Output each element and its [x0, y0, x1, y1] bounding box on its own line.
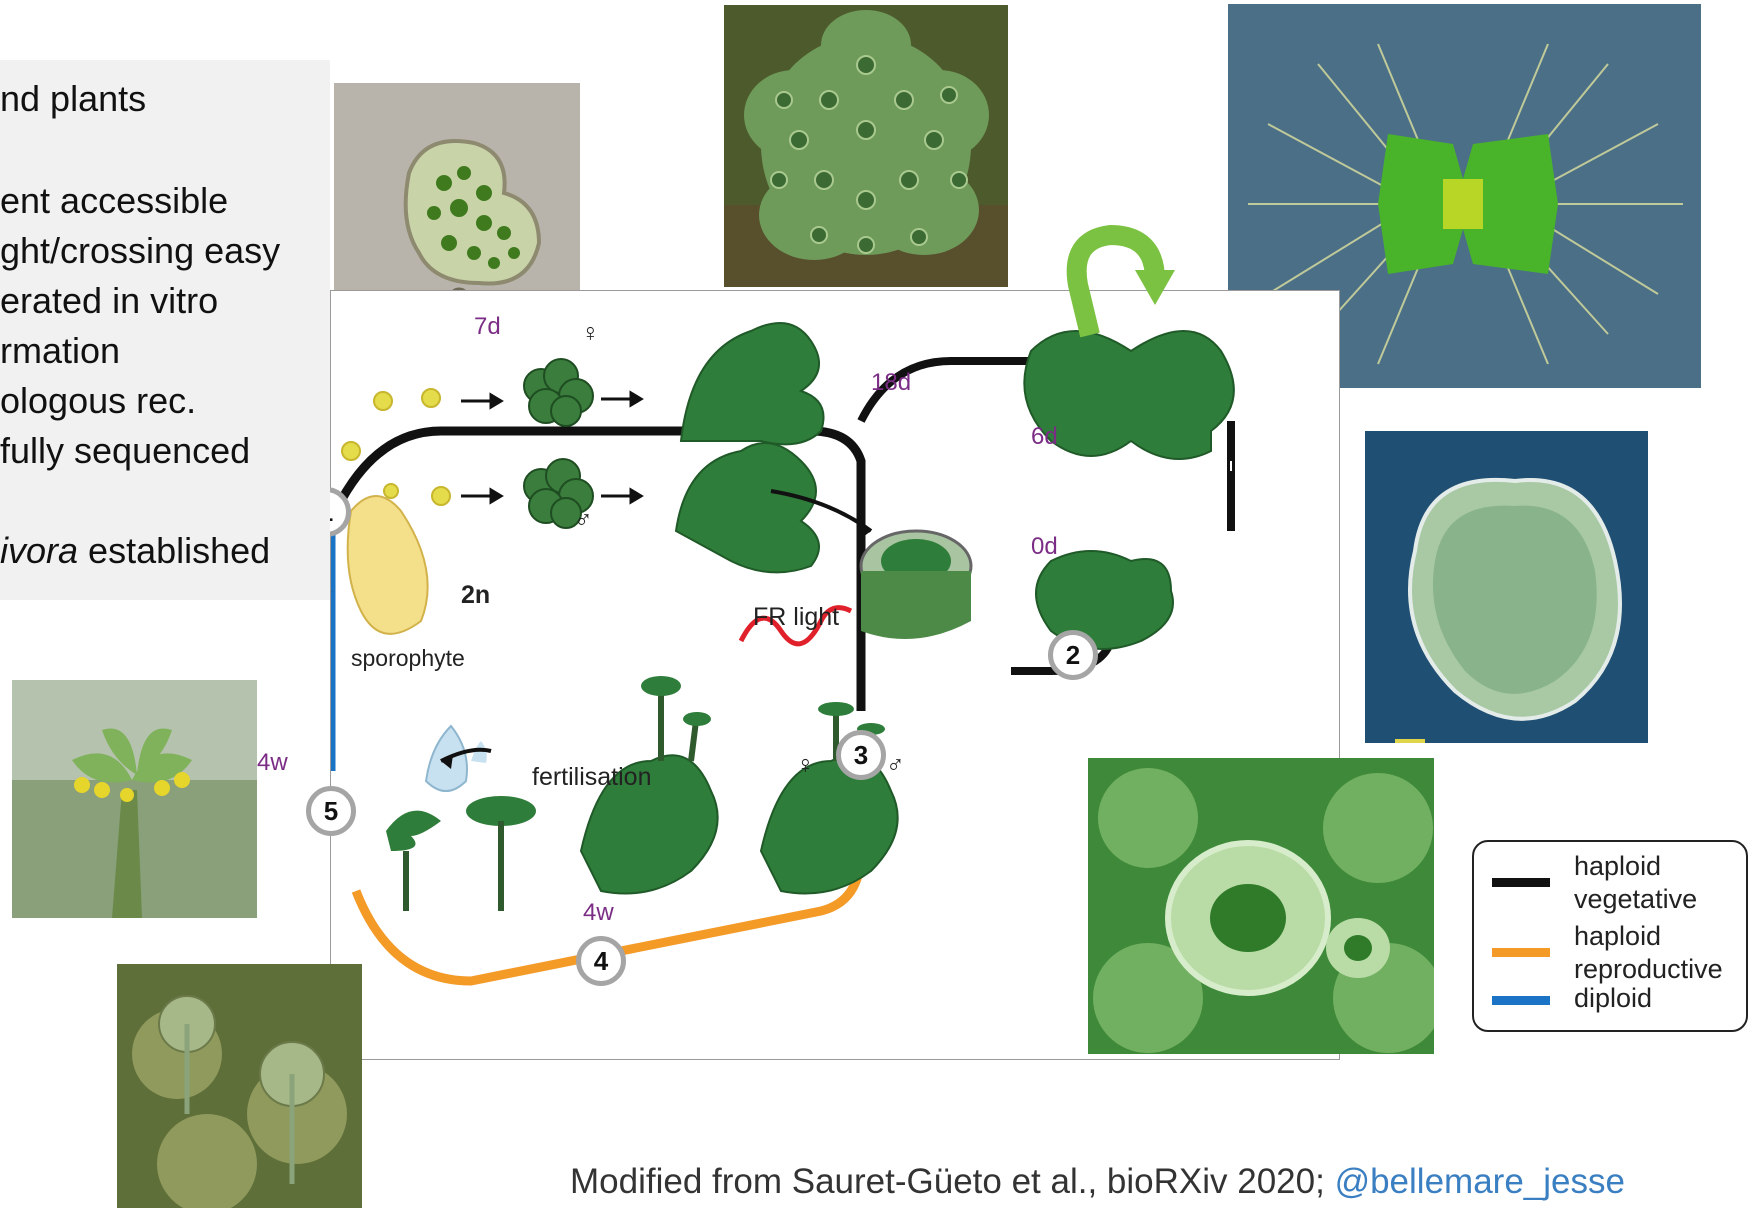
- photo-gemma-cup: [1088, 758, 1434, 1054]
- legend-label-haploid-reproductive: haploidreproductive: [1574, 920, 1723, 986]
- photo-archegoniophore: [12, 680, 257, 918]
- female-symbol-top: ♀: [581, 319, 600, 348]
- time-18d: 18d: [871, 369, 911, 397]
- photo-gemma: [1365, 431, 1648, 743]
- step-2-marker: 2: [1048, 630, 1098, 680]
- text-line-8-rest: established: [88, 530, 270, 571]
- sporophyte-label: sporophyte: [351, 645, 465, 672]
- summary-text-panel: nd plants ent accessible ght/crossing ea…: [0, 60, 330, 600]
- fr-light-label: FR light: [753, 603, 839, 632]
- regeneration-arrow-icon: [1060, 215, 1180, 345]
- text-line-8: ivora established: [0, 530, 270, 572]
- photo-thallus-rosette: [724, 5, 1008, 287]
- time-6d: 6d: [1031, 423, 1058, 451]
- legend: haploidvegetative haploidreproductive di…: [1472, 840, 1748, 1032]
- photo-spore-cell: [334, 83, 580, 321]
- step-4-marker: 4: [576, 936, 626, 986]
- step-5-marker: 5: [306, 786, 356, 836]
- time-4w-bottom: 4w: [583, 899, 614, 927]
- text-line-3: ght/crossing easy: [0, 230, 280, 272]
- legend-label-haploid-vegetative: haploidvegetative: [1574, 850, 1697, 916]
- time-7d: 7d: [474, 313, 501, 341]
- legend-swatch-diploid: [1492, 996, 1550, 1005]
- photo-antheridiophores: [117, 964, 362, 1208]
- text-line-4: erated in vitro: [0, 280, 218, 322]
- female-symbol-bottom: ♀: [796, 751, 815, 780]
- species-italic: ivora: [0, 530, 78, 571]
- credit-handle-link[interactable]: @bellemare_jesse: [1335, 1162, 1625, 1201]
- legend-label-diploid: diploid: [1574, 982, 1652, 1015]
- legend-swatch-haploid-vegetative: [1492, 878, 1550, 887]
- text-line-6: ologous rec.: [0, 380, 196, 422]
- male-symbol-top: ♂: [574, 506, 593, 535]
- step-3-marker: 3: [836, 730, 886, 780]
- text-line-5: rmation: [0, 330, 120, 372]
- time-0d: 0d: [1031, 533, 1058, 561]
- male-symbol-bottom: ♂: [886, 751, 905, 780]
- legend-swatch-haploid-reproductive: [1492, 948, 1550, 957]
- fertilisation-label: fertilisation: [532, 763, 652, 792]
- text-line-7: fully sequenced: [0, 430, 250, 472]
- text-line-1: nd plants: [0, 78, 146, 120]
- ploidy-2n-label: 2n: [461, 581, 490, 610]
- text-line-2: ent accessible: [0, 180, 228, 222]
- credit-line: Modified from Sauret-Güeto et al., bioRX…: [570, 1162, 1625, 1202]
- time-4w-left: 4w: [257, 749, 288, 777]
- credit-text: Modified from Sauret-Güeto et al., bioRX…: [570, 1162, 1335, 1201]
